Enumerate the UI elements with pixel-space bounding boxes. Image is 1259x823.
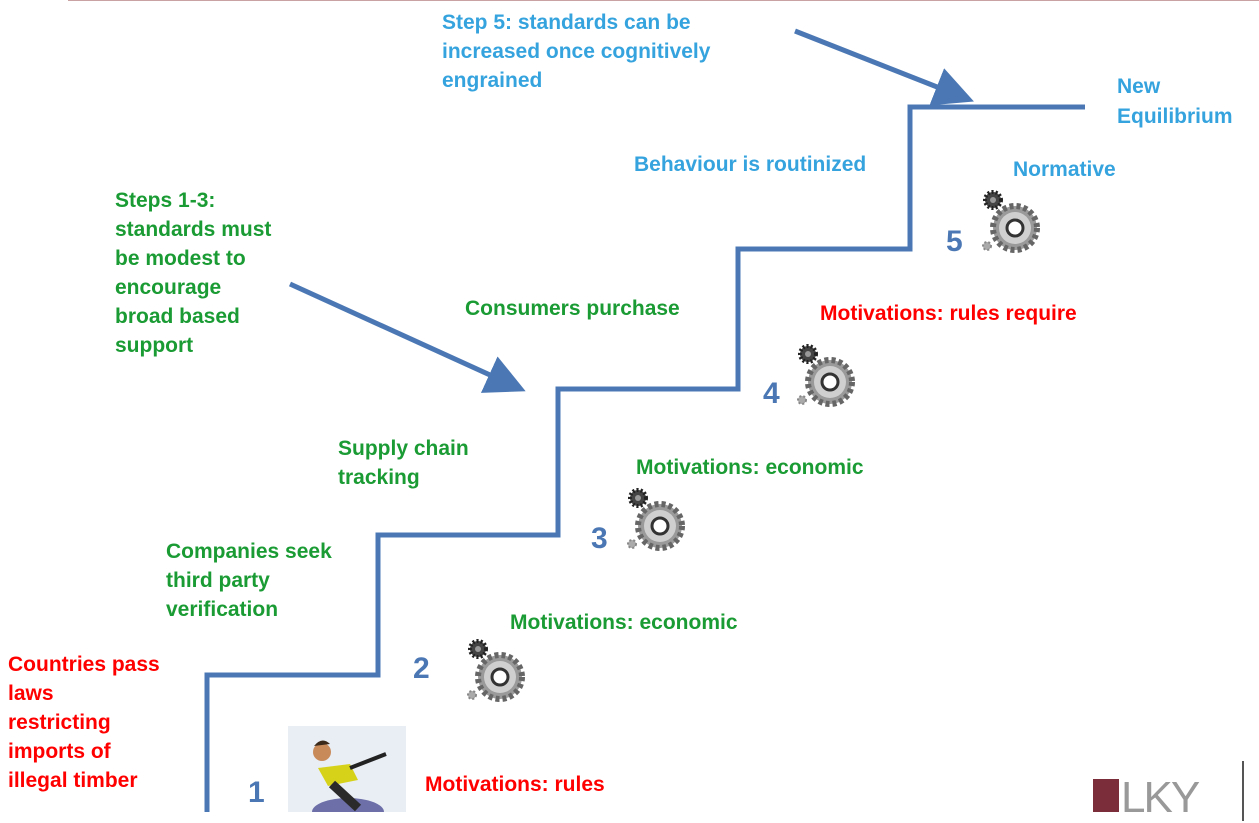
countries-line-4: imports of — [8, 740, 111, 763]
logo-text: LKY — [1121, 773, 1200, 822]
step5-note: Step 5: standards can be increased once … — [442, 8, 710, 95]
steps13-note: Steps 1-3: standards must be modest to e… — [115, 186, 271, 360]
new-equilibrium-line-2: Equilibrium — [1117, 105, 1233, 128]
steps13-line-4: encourage — [115, 276, 222, 299]
companies-line-3: verification — [166, 598, 279, 621]
steps13-line-6: support — [115, 334, 194, 357]
motivations-rules-require-label: Motivations: rules require — [820, 302, 1077, 325]
gears-icon — [627, 488, 685, 551]
supply-chain-line-2: tracking — [338, 466, 420, 489]
step-number-2: 2 — [413, 652, 430, 685]
step5-line-3: engrained — [442, 69, 543, 92]
gears-icon — [982, 190, 1040, 253]
normative-label: Normative — [1013, 158, 1116, 181]
steps13-line-5: broad based — [115, 305, 240, 328]
consumers-label: Consumers purchase — [465, 297, 680, 320]
step-number-5: 5 — [946, 225, 963, 258]
logo-divider — [1242, 761, 1244, 821]
motivations-economic-3-label: Motivations: economic — [636, 456, 864, 479]
countries-line-3: restricting — [8, 711, 111, 734]
person-clipart — [288, 726, 406, 812]
companies-label: Companies seek third party verification — [166, 537, 332, 624]
new-equilibrium-label: New Equilibrium — [1117, 72, 1233, 132]
companies-line-1: Companies seek — [166, 540, 332, 563]
step-number-1: 1 — [248, 776, 265, 809]
steps13-line-3: be modest to — [115, 247, 246, 270]
supply-chain-line-1: Supply chain — [338, 437, 469, 460]
countries-line-5: illegal timber — [8, 769, 138, 792]
arrow-steps13 — [288, 281, 526, 393]
motivations-economic-2-label: Motivations: economic — [510, 611, 738, 634]
new-equilibrium-line-1: New — [1117, 75, 1161, 98]
logo-square — [1093, 779, 1119, 812]
gears-icon — [467, 639, 525, 702]
step-number-3: 3 — [591, 522, 608, 555]
motivations-rules-label: Motivations: rules — [425, 773, 605, 796]
supply-chain-label: Supply chain tracking — [338, 434, 469, 492]
step5-line-1: Step 5: standards can be — [442, 11, 691, 34]
staircase-line — [204, 104, 1085, 812]
steps13-line-1: Steps 1-3: — [115, 189, 216, 212]
countries-line-2: laws — [8, 682, 54, 705]
behaviour-label: Behaviour is routinized — [634, 153, 867, 176]
countries-line-1: Countries pass — [8, 653, 160, 676]
steps13-line-2: standards must — [115, 218, 272, 241]
arrow-step5 — [794, 28, 974, 106]
gears-icon — [797, 344, 855, 407]
countries-note: Countries pass laws restricting imports … — [8, 650, 160, 795]
top-rule — [68, 0, 1259, 1]
step5-line-2: increased once cognitively — [442, 40, 711, 63]
companies-line-2: third party — [166, 569, 270, 592]
step-number-4: 4 — [763, 377, 780, 410]
